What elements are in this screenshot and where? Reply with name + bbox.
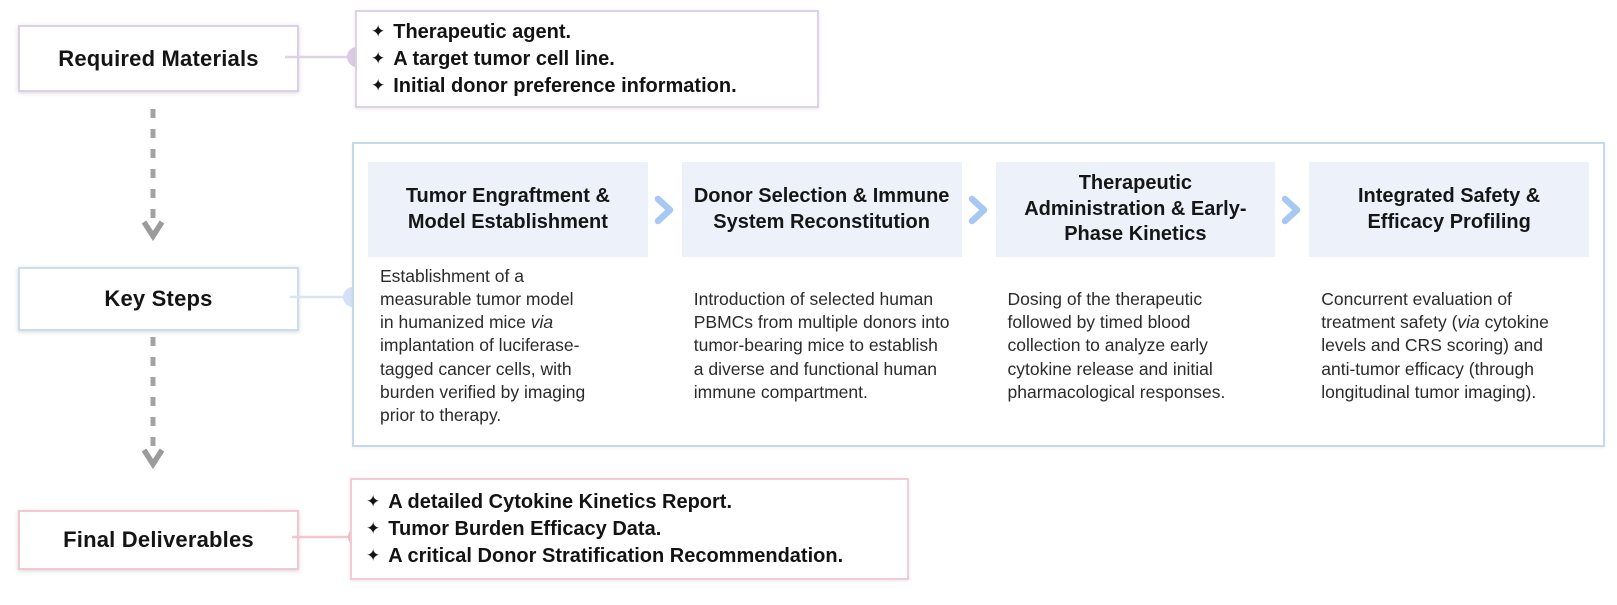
step-tumor-engraftment: Tumor Engraftment & Model Establishment …	[368, 162, 648, 435]
step-body-wrap: Concurrent evaluation of treatment safet…	[1309, 257, 1589, 435]
step-header: Integrated Safety & Efficacy Profiling	[1309, 162, 1589, 257]
chevron-right-icon	[1282, 195, 1301, 224]
step-description: Dosing of the therapeutic followed by ti…	[1007, 289, 1226, 402]
list-item: ✦Therapeutic agent.	[371, 20, 572, 43]
step-description: Introduction of selected human PBMCs fro…	[693, 289, 950, 402]
dashed-arrow-down-icon	[141, 109, 165, 242]
step-body-wrap: Dosing of the therapeutic followed by ti…	[996, 257, 1276, 435]
key-steps-label: Key Steps	[104, 286, 213, 311]
step-header: Donor Selection & Immune System Reconsti…	[681, 162, 962, 257]
star-bullet-icon: ✦	[366, 491, 381, 511]
list-item: ✦A detailed Cytokine Kinetics Report.	[366, 490, 733, 513]
step-header: Therapeutic Administration & Early-Phase…	[995, 162, 1276, 257]
required-materials-list-box: ✦Therapeutic agent. ✦A target tumor cell…	[355, 10, 819, 108]
required-materials-label: Required Materials	[58, 45, 259, 71]
final-deliverables-label: Final Deliverables	[63, 527, 254, 552]
steps-row: Tumor Engraftment & Model Establishment …	[368, 162, 1589, 435]
chevron-column	[962, 162, 996, 435]
chevron-column	[648, 162, 682, 435]
step-header: Tumor Engraftment & Model Establishment	[368, 162, 648, 257]
final-deliverables-box: Final Deliverables	[18, 510, 299, 570]
dashed-arrow-down-icon	[141, 337, 165, 470]
chevron-right-icon	[968, 195, 987, 224]
star-bullet-icon: ✦	[371, 21, 386, 41]
step-description: Establishment of a measurable tumor mode…	[380, 266, 586, 425]
chevron-right-icon	[654, 195, 673, 224]
star-bullet-icon: ✦	[366, 518, 381, 538]
key-steps-box: Key Steps	[18, 267, 299, 331]
required-materials-list: ✦Therapeutic agent. ✦A target tumor cell…	[357, 19, 817, 100]
star-bullet-icon: ✦	[371, 48, 386, 68]
step-therapeutic-administration: Therapeutic Administration & Early-Phase…	[995, 162, 1276, 435]
step-donor-selection: Donor Selection & Immune System Reconsti…	[681, 162, 962, 435]
required-materials-box: Required Materials	[18, 25, 299, 92]
chevron-column	[1275, 162, 1309, 435]
step-description: Concurrent evaluation of treatment safet…	[1321, 289, 1549, 402]
final-deliverables-list: ✦A detailed Cytokine Kinetics Report. ✦T…	[352, 489, 907, 570]
step-safety-efficacy: Integrated Safety & Efficacy Profiling C…	[1309, 162, 1589, 435]
key-steps-panel: Tumor Engraftment & Model Establishment …	[352, 142, 1605, 447]
list-item: ✦A critical Donor Stratification Recomme…	[366, 544, 844, 567]
list-item: ✦Initial donor preference information.	[371, 74, 737, 97]
list-item: ✦Tumor Burden Efficacy Data.	[366, 517, 662, 540]
step-body-wrap: Establishment of a measurable tumor mode…	[368, 257, 648, 435]
star-bullet-icon: ✦	[366, 545, 381, 565]
step-body-wrap: Introduction of selected human PBMCs fro…	[682, 257, 962, 435]
list-item: ✦A target tumor cell line.	[371, 47, 615, 70]
star-bullet-icon: ✦	[371, 75, 386, 95]
final-deliverables-list-box: ✦A detailed Cytokine Kinetics Report. ✦T…	[350, 478, 909, 580]
